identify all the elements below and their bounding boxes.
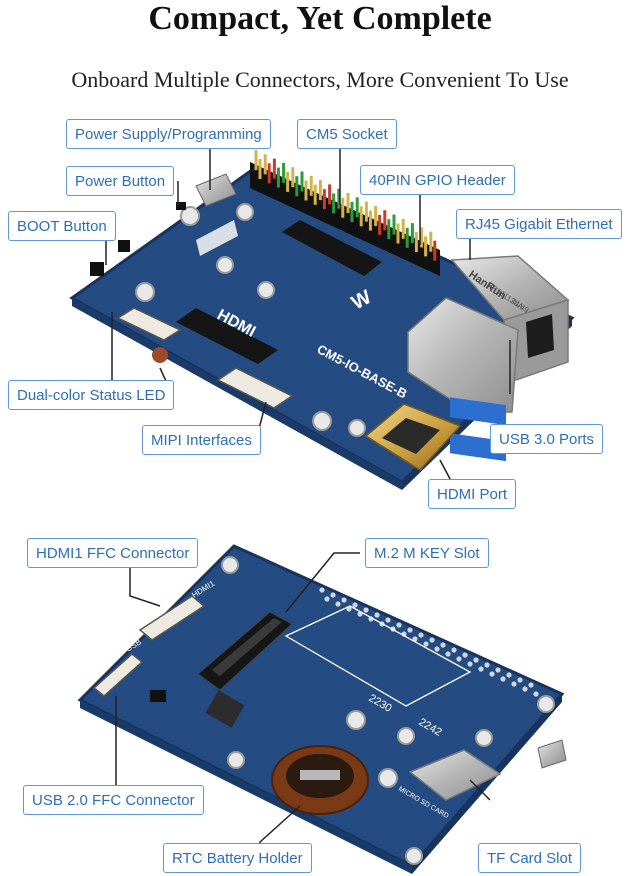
gpio-pad <box>418 632 424 638</box>
bottom-mounting-holes <box>221 556 555 865</box>
top-board: W CM5-IO-BASE-B HDMI HanRun HR911130A 24… <box>69 150 575 490</box>
gpio-pad <box>434 646 440 652</box>
gpio-pad <box>528 682 534 688</box>
gpio-pad <box>396 622 402 628</box>
callout-gpio-header: 40PIN GPIO Header <box>360 165 515 195</box>
callout-rtc-battery-holder: RTC Battery Holder <box>163 843 312 873</box>
m2-slot <box>197 611 293 691</box>
gpio-pad <box>429 637 435 643</box>
leader-lines <box>92 149 511 859</box>
callout-cm5-socket: CM5 Socket <box>297 119 397 149</box>
bottom-board-pcb <box>77 544 565 868</box>
mipi-connectors <box>116 307 294 409</box>
gpio-pad <box>352 602 358 608</box>
callout-usb3-ports: USB 3.0 Ports <box>490 424 604 454</box>
gpio-pad <box>484 662 490 668</box>
rj45-jack: HanRun HR911130A 24/49 <box>450 255 570 384</box>
gpio-pad <box>473 657 479 663</box>
callout-hdmi1-ffc-connector: HDMI1 FFC Connector <box>27 538 199 568</box>
gpio-pad <box>407 627 413 633</box>
gpio-pad <box>330 592 336 598</box>
gpio-pad <box>319 587 325 593</box>
bottom-board: 2230 2242 HDMI1 USB MICRO SD CARD <box>77 544 567 874</box>
callout-power-button: Power Button <box>66 166 175 196</box>
gpio-pad <box>423 641 429 647</box>
gpio-pad <box>440 642 446 648</box>
callout-status-led: Dual-color Status LED <box>8 380 175 410</box>
hdmi-port <box>364 403 462 471</box>
gpio-pad <box>374 612 380 618</box>
gpio-pad <box>462 652 468 658</box>
gpio-pad <box>363 607 369 613</box>
power-button <box>176 202 186 210</box>
page-title: Compact, Yet Complete <box>148 0 492 37</box>
gpio-pad <box>533 691 539 697</box>
gpio-pad <box>495 667 501 673</box>
gpio-pad <box>522 686 528 692</box>
rtc-battery-holder <box>271 745 369 815</box>
callout-hdmi-port: HDMI Port <box>428 479 517 509</box>
callout-rj45-ethernet: RJ45 Gigabit Ethernet <box>456 209 622 239</box>
gpio-pad <box>445 651 451 657</box>
gpio-pad <box>489 671 495 677</box>
callout-tf-card-slot: TF Card Slot <box>478 843 582 873</box>
gpio-pad <box>506 672 512 678</box>
gpio-pad <box>456 656 462 662</box>
cm5-socket <box>176 220 382 364</box>
gpio-pad <box>517 677 523 683</box>
gpio-pad <box>385 617 391 623</box>
gpio-pad <box>500 676 506 682</box>
gpio-pad <box>478 666 484 672</box>
page-subtitle: Onboard Multiple Connectors, More Conven… <box>71 67 569 92</box>
gpio-pad <box>451 647 457 653</box>
callout-boot-button: BOOT Button <box>8 211 116 241</box>
gpio-pad <box>511 681 517 687</box>
status-led <box>152 347 168 363</box>
gpio-pad <box>467 661 473 667</box>
callout-mipi-interfaces: MIPI Interfaces <box>142 425 261 455</box>
callout-power-supply-programming: Power Supply/Programming <box>66 119 271 149</box>
gpio-pad <box>335 601 341 607</box>
usb-c-port <box>195 173 237 207</box>
gpio-pad <box>324 596 330 602</box>
callout-m2-slot: M.2 M KEY Slot <box>365 538 489 568</box>
callout-usb2-ffc-connector: USB 2.0 FFC Connector <box>23 785 204 815</box>
gpio-pad <box>341 597 347 603</box>
gpio-header <box>250 150 440 276</box>
boot-button <box>90 262 104 276</box>
